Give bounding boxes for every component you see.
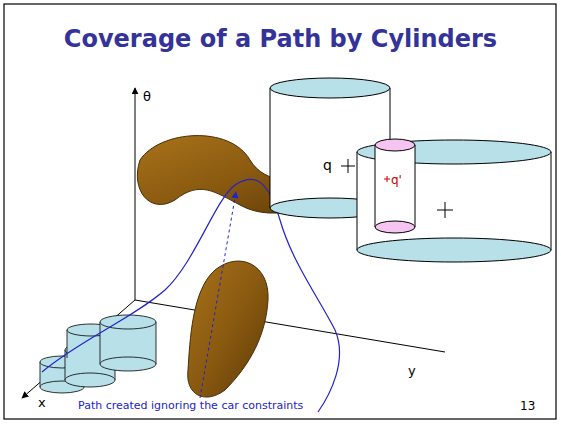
y-axis [135, 300, 445, 352]
center-marker [384, 176, 390, 182]
axis-label: x [38, 396, 46, 410]
cylinder [357, 140, 551, 262]
path-caption: Path created ignoring the car constraint… [78, 400, 303, 412]
center-marker [341, 159, 355, 173]
configuration-label: q [323, 158, 332, 173]
axis-label: y [408, 364, 416, 378]
slide-number: 13 [520, 400, 535, 413]
center-marker [437, 202, 453, 218]
configuration-label: q' [391, 174, 402, 187]
theta-axis [135, 88, 136, 300]
leader-line [200, 192, 236, 398]
obstacle [188, 261, 268, 397]
cylinder [375, 139, 415, 233]
slide-border [4, 4, 556, 419]
cylinder [100, 315, 156, 371]
slide-title: Coverage of a Path by Cylinders [0, 26, 561, 52]
axis-label: θ [143, 90, 151, 104]
